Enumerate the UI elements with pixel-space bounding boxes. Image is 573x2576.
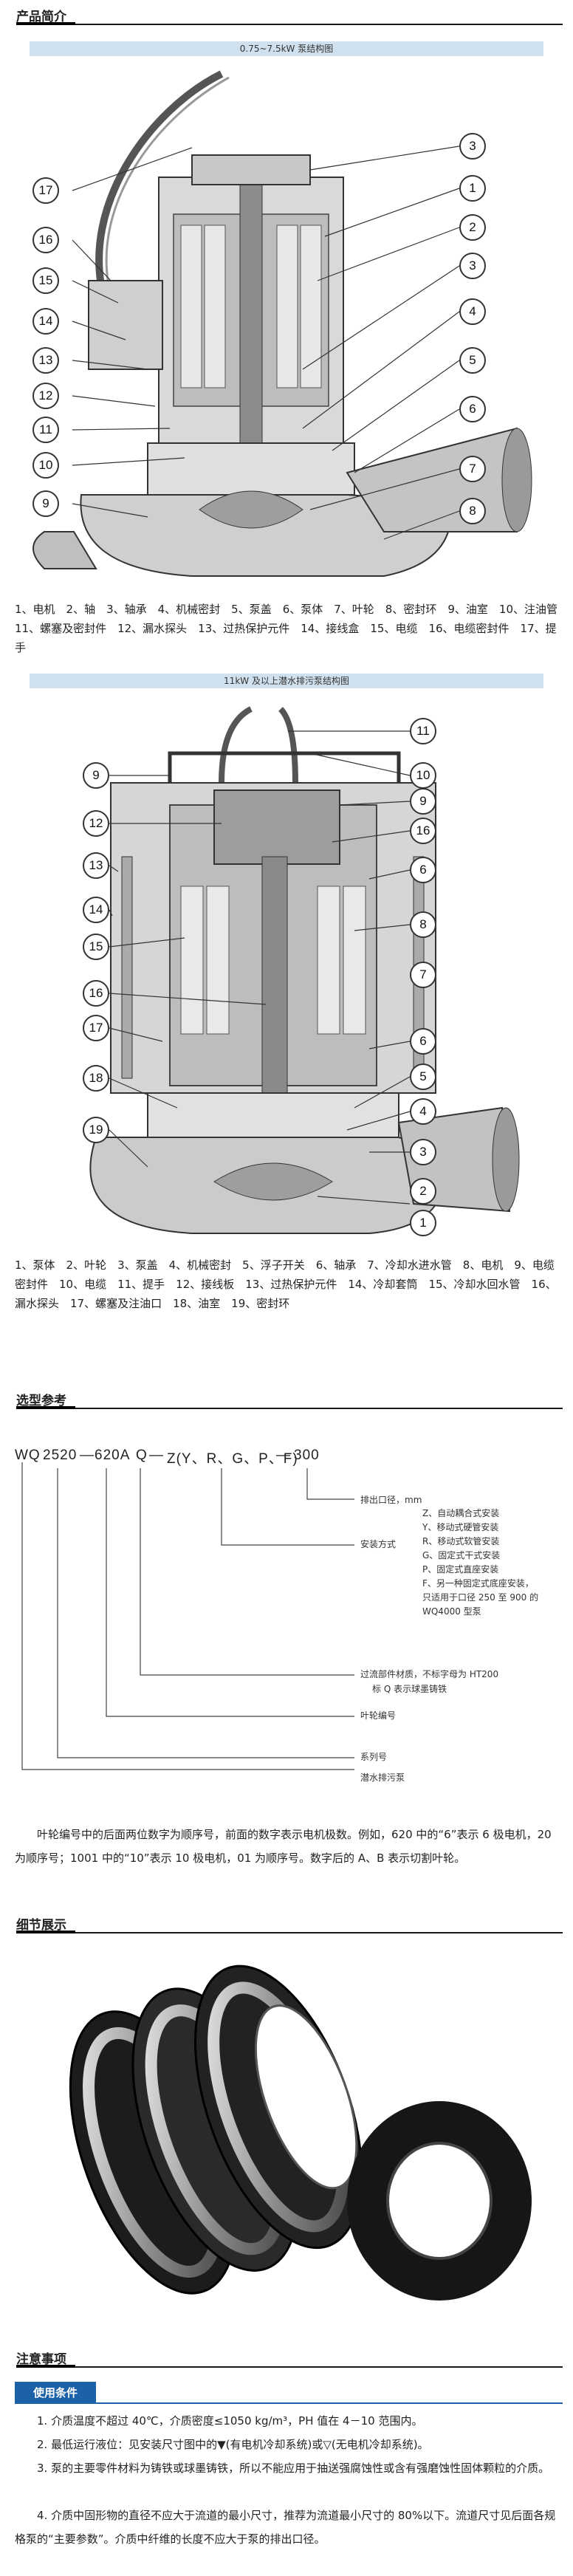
series-label: 系列号 [360, 1752, 388, 1762]
section-title: 细节展示 [16, 1918, 66, 1933]
section-title: 注意事项 [16, 2352, 66, 2367]
outlet-label: 排出口径，mm [360, 1495, 422, 1505]
install-item: WQ4000 型泵 [422, 1606, 481, 1617]
code-wq: WQ [15, 1448, 41, 1463]
code-dash: — [276, 1448, 291, 1463]
code-outlet: 300 [294, 1448, 320, 1463]
code-dash: — [80, 1448, 95, 1463]
callout-number: 2 [410, 1178, 436, 1205]
callout-number: 14 [32, 308, 59, 335]
callout-number: 4 [459, 298, 486, 325]
callout-number: 15 [83, 934, 109, 960]
material-label: 过流部件材质，不标字母为 HT200 [360, 1669, 499, 1679]
diagram2-caption: 11kW 及以上潜水排污泵结构图 [30, 674, 543, 688]
section-header-detail: 细节展示 [0, 1913, 573, 1933]
callout-number: 2 [459, 214, 486, 241]
callout-number: 12 [32, 383, 59, 409]
pump-drawing-1 [32, 70, 532, 577]
impeller-label: 叶轮编号 [360, 1710, 397, 1721]
callout-number: 4 [410, 1098, 436, 1125]
code-material: Q [136, 1448, 148, 1463]
callout-number: 13 [83, 852, 109, 879]
install-item: Z、自动耦合式安装 [422, 1508, 500, 1518]
pump-diagram-small: 17 16 15 14 13 12 11 10 9 3 1 2 3 4 5 6 … [0, 59, 573, 583]
callout-number: 16 [32, 227, 59, 253]
callout-number: 10 [410, 762, 436, 789]
install-item: Y、移动式硬管安装 [422, 1522, 499, 1532]
type-label: 潜水排污泵 [360, 1772, 405, 1783]
callout-number: 14 [83, 897, 109, 923]
callout-number: 15 [32, 267, 59, 294]
pump-diagram-large: 9 12 13 14 15 16 17 18 19 11 10 9 16 6 8… [0, 694, 573, 1241]
diagram1-caption: 0.75~7.5kW 泵结构图 [30, 41, 543, 56]
callout-number: 3 [410, 1139, 436, 1165]
code-install: Z(Y、R、G、P、F) [167, 1451, 298, 1467]
section-underline [16, 22, 563, 25]
callout-number: 19 [83, 1117, 109, 1143]
callout-number: 5 [410, 1063, 436, 1090]
callout-number: 8 [410, 911, 436, 938]
install-item: R、移动式软管安装 [422, 1536, 500, 1546]
diagram2-legend: 1、泵体 2、叶轮 3、泵盖 4、机械密封 5、浮子开关 6、轴承 7、冷却水进… [15, 1258, 557, 1310]
section-underline [16, 1406, 563, 1409]
callout-number: 10 [32, 452, 59, 479]
material-label-2: 标 Q 表示球墨铸铁 [372, 1684, 447, 1694]
conditions-underline [15, 2402, 563, 2404]
impeller-explanation: 叶轮编号中的后面两位数字为顺序号，前面的数字表示电机极数。例如，620 中的“6… [15, 1828, 552, 1865]
install-item: F、另一种固定式底座安装， [422, 1578, 534, 1589]
install-title: 安装方式 [360, 1539, 397, 1549]
section-underline [16, 1931, 563, 1933]
condition-item: 1. 介质温度不超过 40℃，介质密度≤1050 kg/m³，PH 值在 4－1… [37, 2414, 423, 2428]
section-header-intro: 产品简介 [0, 4, 573, 25]
callout-number: 5 [459, 347, 486, 374]
callout-number: 11 [410, 718, 436, 744]
install-item: 只适用于口径 250 至 900 的 [422, 1592, 539, 1603]
condition-item: 3. 泵的主要零件材料为铸铁或球墨铸铁，所以不能应用于抽送强腐蚀性或含有强磨蚀性… [37, 2462, 550, 2475]
callout-number: 3 [459, 133, 486, 160]
callout-number: 6 [410, 857, 436, 883]
section-title: 产品简介 [16, 10, 66, 24]
mechanical-seal-image [69, 1964, 532, 2301]
code-dash: — [149, 1448, 164, 1463]
section-header-selection: 选型参考 [0, 1388, 573, 1409]
callout-number: 3 [459, 253, 486, 279]
condition-item: 4. 介质中固形物的直径不应大于流道的最小尺寸，推荐为流道最小尺寸的 80%以下… [15, 2509, 556, 2546]
callout-number: 16 [410, 818, 436, 844]
pump-drawing-2 [89, 706, 520, 1234]
callout-number: 8 [459, 498, 486, 524]
diagram1-legend: 1、电机 2、轴 3、轴承 4、机械密封 5、泵盖 6、泵体 7、叶轮 8、密封… [15, 603, 569, 654]
callout-number: 9 [32, 490, 59, 517]
code-impeller: 620A [95, 1448, 131, 1463]
install-item: G、固定式干式安装 [422, 1550, 501, 1561]
callout-number: 9 [83, 762, 109, 789]
callout-number: 17 [83, 1015, 109, 1041]
callout-number: 13 [32, 347, 59, 374]
condition-item: 2. 最低运行液位：见安装尺寸图中的▼(有电机冷却系统)或▽(无电机冷却系统)。 [37, 2438, 429, 2451]
callout-number: 12 [83, 810, 109, 837]
code-series: 2520 [43, 1448, 78, 1463]
callout-number: 7 [459, 456, 486, 482]
callout-number: 17 [32, 177, 59, 204]
install-item: P、固定式直座安装 [422, 1564, 499, 1575]
callout-number: 9 [410, 788, 436, 815]
section-underline [16, 2365, 563, 2368]
section-header-notes: 注意事项 [0, 2347, 573, 2368]
callout-number: 6 [410, 1028, 436, 1055]
callout-number: 1 [459, 175, 486, 202]
selection-connector-lines [21, 1462, 354, 1770]
callout-number: 1 [410, 1210, 436, 1236]
callout-number: 18 [83, 1065, 109, 1092]
conditions-badge: 使用条件 [15, 2382, 96, 2404]
callout-number: 6 [459, 396, 486, 422]
callout-number: 11 [32, 417, 59, 443]
section-title: 选型参考 [16, 1394, 66, 1408]
callout-number: 16 [83, 980, 109, 1007]
callout-number: 7 [410, 962, 436, 988]
